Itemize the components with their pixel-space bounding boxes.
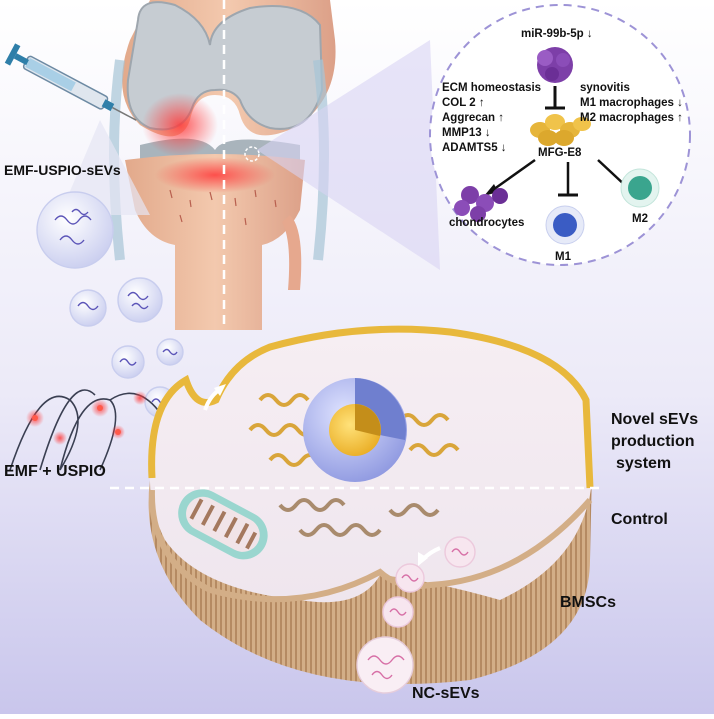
nc-sevs-vesicles [356, 536, 476, 694]
novel-sevs-label-line3: system [616, 455, 672, 472]
chondrocytes-label: chondrocytes [449, 217, 525, 229]
nucleus-icon [303, 378, 407, 482]
magnet-coil-icon [9, 389, 166, 471]
emf-uspio-label: EMF + USPIO [4, 463, 106, 480]
emf-uspio-sevs-label: EMF-USPIO-sEVs [4, 162, 121, 178]
m2-macrophage-icon [620, 168, 660, 208]
mfge8-icon [530, 114, 591, 146]
cell-icon [110, 325, 604, 694]
ecm-label: ECM homeostasis [442, 82, 542, 94]
m1-label: M1 [555, 251, 571, 263]
zoom-cone [257, 40, 440, 270]
m1-macrophage-icon [545, 205, 585, 245]
mechanism-panel [429, 4, 691, 266]
injection-haze [60, 120, 150, 215]
aggrecan-label: Aggrecan ↑ [442, 112, 504, 124]
mfge8-label: MFG-E8 [538, 147, 582, 159]
mitochondrion-icon [178, 489, 268, 560]
mirna-label: miR-99b-5p ↓ [521, 28, 593, 40]
m2-macrophages-label: M2 macrophages ↑ [580, 112, 683, 124]
control-label: Control [611, 511, 668, 528]
knee-joint-icon [109, 0, 336, 330]
mmp13-label: MMP13 ↓ [442, 127, 491, 139]
m1-macrophages-label: M1 macrophages ↓ [580, 97, 683, 109]
novel-sevs-label-line2: production [611, 433, 695, 450]
syringe-icon [4, 43, 137, 121]
col2-label: COL 2 ↑ [442, 97, 485, 109]
novel-sevs-label-line1: Novel sEVs [611, 411, 699, 428]
adamts5-label: ADAMTS5 ↓ [442, 142, 507, 154]
nc-sevs-label: NC-sEVs [412, 685, 480, 702]
m2-label: M2 [632, 213, 648, 225]
bmscs-label: BMSCs [560, 594, 617, 611]
chondrocytes-icon [454, 186, 508, 222]
mirna-icon [537, 47, 573, 83]
synovitis-label: synovitis [580, 82, 630, 94]
